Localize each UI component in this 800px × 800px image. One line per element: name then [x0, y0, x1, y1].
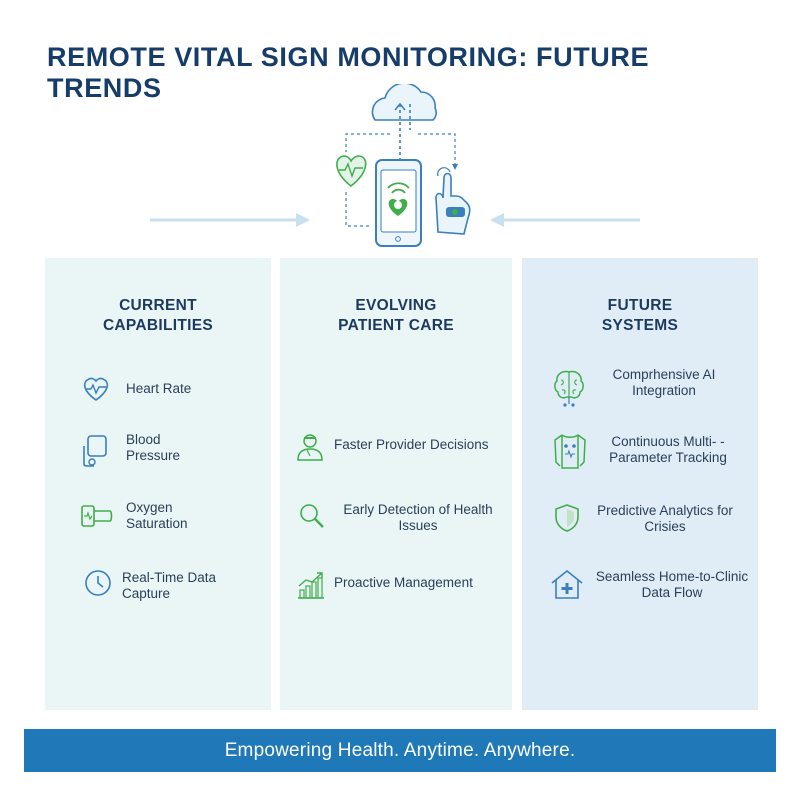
evolving-patient-care-column: EVOLVING PATIENT CARE Faster Provider De… [280, 258, 512, 710]
heart-pulse-icon [83, 377, 109, 401]
item-label: Predictive Analytics for Crisies [597, 503, 733, 534]
magnifier-icon [300, 504, 324, 528]
cloud-icon [371, 84, 437, 160]
hand-tracker-icon [435, 167, 471, 235]
item-label: Heart Rate [126, 381, 192, 396]
current-capabilities-column: CURRENT CAPABILITIES Heart Rate Blood Pr… [45, 258, 271, 710]
home-clinic-icon [551, 569, 583, 599]
item-label: Seamless Home-to-Clinic Data Flow [595, 569, 749, 600]
shield-icon [555, 504, 579, 532]
item-label: Comprhensive AI Integration [612, 367, 716, 398]
right-arrow-icon [490, 213, 640, 227]
column-title: CURRENT CAPABILITIES [102, 297, 214, 334]
heart-pulse-icon [336, 155, 367, 188]
future-systems-column: FUTURE SYSTEMS Comprhensive AI Integrati… [522, 258, 758, 710]
page-title: REMOTE VITAL SIGN MONITORING: FUTURE TRE… [47, 42, 650, 103]
item-label: Real-Time Data Capture [122, 570, 217, 601]
column-title: EVOLVING PATIENT CARE [338, 297, 454, 334]
item-label: Oxygen Saturation [126, 500, 188, 531]
smartphone-icon [375, 159, 422, 247]
ai-brain-icon [554, 370, 584, 407]
growth-chart-icon [298, 572, 324, 599]
body-sensor-icon [554, 434, 586, 469]
tagline-banner: Empowering Health. Anytime. Anywhere. [24, 729, 776, 772]
item-label: Proactive Management [334, 575, 473, 590]
item-label: Early Detection of Health Issues [343, 502, 493, 533]
blood-pressure-cuff-icon [83, 435, 107, 467]
doctor-icon [297, 434, 323, 461]
left-arrow-icon [150, 213, 310, 227]
column-title: FUTURE SYSTEMS [601, 297, 679, 334]
pulse-oximeter-icon [81, 505, 113, 527]
item-label: Continuous Multi- -Parameter Tracking [609, 434, 727, 465]
item-label: Faster Provider Decisions [334, 437, 489, 452]
hero-illustration [150, 84, 640, 247]
item-label: Blood Pressure [126, 432, 181, 463]
tagline-text: Empowering Health. Anytime. Anywhere. [224, 740, 576, 761]
clock-icon [85, 570, 111, 596]
